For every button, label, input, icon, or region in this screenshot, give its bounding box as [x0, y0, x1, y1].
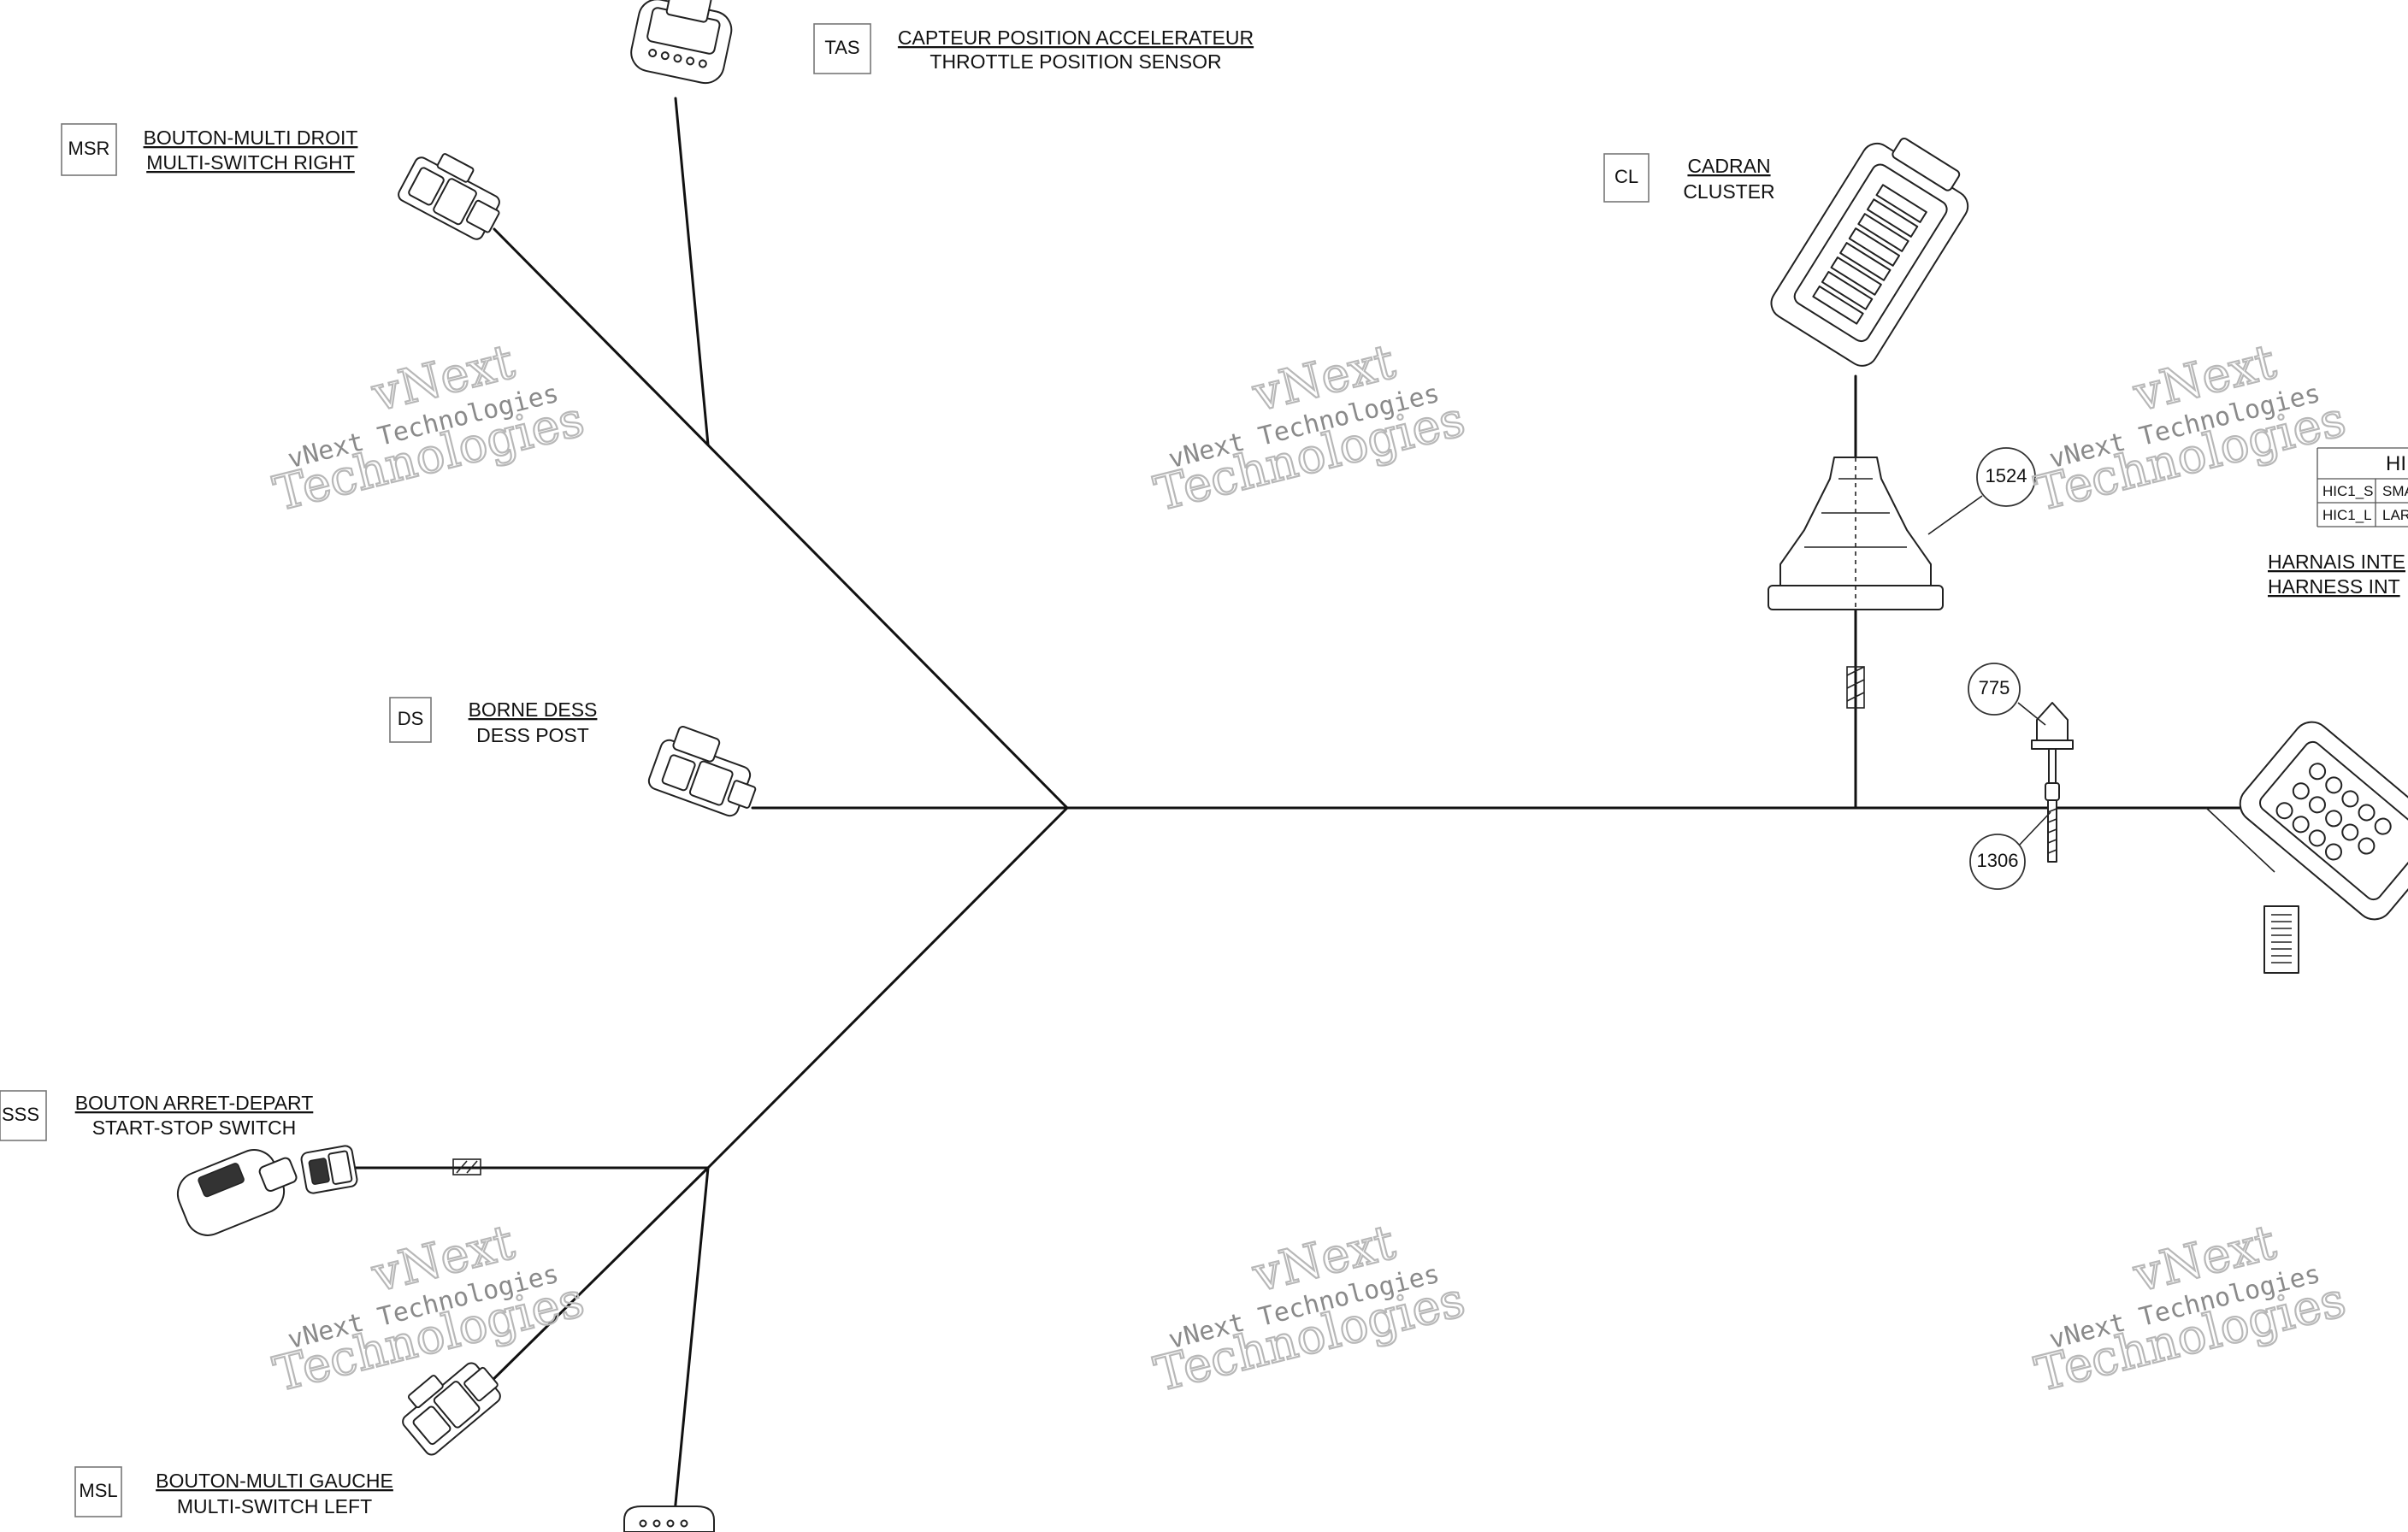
component-label-fr: BOUTON-MULTI GAUCHE — [156, 1470, 393, 1492]
watermark: vNext vNext Technologies Technologies — [268, 1214, 591, 1404]
component-code: SSS — [2, 1104, 39, 1125]
watermark: vNext vNext Technologies Technologies — [268, 333, 591, 523]
component-msr: MSR BOUTON-MULTI DROIT MULTI-SWITCH RIGH… — [61, 123, 358, 176]
multi-switch-right-connector-icon — [398, 153, 500, 240]
harness-table: HI HIC1_S SMA HIC1_L LAR — [2317, 447, 2408, 527]
harness-label-en: HARNESS INT — [2268, 575, 2400, 598]
component-tas: TAS CAPTEUR POSITION ACCELERATEUR THROTT… — [813, 23, 1254, 74]
harness-label-tag-icon — [2263, 905, 2299, 974]
table-cell: SMA — [2382, 483, 2408, 499]
watermark: vNext vNext Technologies Technologies — [2029, 1214, 2352, 1404]
wire-marks — [452, 666, 1865, 1176]
msl-branch-wire — [477, 1166, 710, 1395]
component-label-en: CLUSTER — [1683, 180, 1774, 203]
component-label-fr: BORNE DESS — [469, 698, 598, 721]
callout-775-text: 775 — [1979, 677, 2010, 698]
callout-1524: 1524 — [1927, 447, 2036, 535]
callout-1306: 1306 — [1969, 811, 2051, 890]
component-code: DS — [398, 708, 424, 729]
component-label-fr: BOUTON ARRET-DEPART — [75, 1092, 314, 1114]
component-label-fr: CAPTEUR POSITION ACCELERATEUR — [898, 27, 1254, 49]
lower-connector-icon — [623, 1505, 715, 1532]
table-header: HI — [2386, 452, 2406, 475]
lower-branch-wire — [706, 806, 1069, 1170]
component-sss: SSS BOUTON ARRET-DEPART START-STOP SWITC… — [0, 1090, 314, 1141]
component-code: CL — [1614, 166, 1638, 187]
watermark: vNext vNext Technologies Technologies — [2029, 333, 2352, 523]
grommet-icon — [1768, 457, 1944, 610]
sleeve-mark-sss — [452, 1158, 481, 1176]
component-label-fr: CADRAN — [1687, 155, 1770, 177]
msr-branch-wire — [493, 227, 1069, 810]
component-msl: MSL BOUTON-MULTI GAUCHE MULTI-SWITCH LEF… — [74, 1466, 393, 1517]
cluster-connector-icon — [1770, 137, 1969, 367]
component-label-en: MULTI-SWITCH LEFT — [177, 1495, 372, 1517]
component-cl: CL CADRAN CLUSTER — [1603, 153, 1775, 203]
callout-1524-text: 1524 — [1986, 465, 2027, 486]
component-label-en: MULTI-SWITCH RIGHT — [146, 151, 355, 174]
watermarks: vNext vNext Technologies Technologies vN… — [268, 333, 2352, 1404]
harness-interface-connector-icon — [2239, 721, 2408, 921]
table-cell: HIC1_L — [2322, 507, 2372, 523]
dess-post-connector-icon — [647, 726, 757, 817]
msl-lower-wire — [672, 1166, 710, 1523]
component-label-en: START-STOP SWITCH — [92, 1117, 297, 1139]
table-cell: LAR — [2382, 507, 2408, 523]
start-stop-switch-icon — [176, 1145, 358, 1236]
component-label-en: DESS POST — [476, 724, 589, 746]
component-code: MSL — [79, 1480, 117, 1501]
multi-switch-left-connector-icon — [402, 1362, 501, 1456]
sleeve-mark-cluster — [1846, 666, 1865, 709]
table-cell: HIC1_S — [2322, 483, 2374, 499]
callout-1306-text: 1306 — [1977, 850, 2019, 871]
harness-exit-wire — [2205, 807, 2275, 873]
harness-interface-label: HARNAIS INTE HARNESS INT — [2268, 551, 2405, 598]
callout-775: 775 — [1968, 663, 2046, 726]
component-label-en: THROTTLE POSITION SENSOR — [930, 50, 1221, 73]
component-ds: DS BORNE DESS DESS POST — [389, 697, 598, 746]
throttle-sensor-connector-icon — [630, 0, 733, 85]
component-label-fr: BOUTON-MULTI DROIT — [144, 127, 358, 149]
watermark: vNext vNext Technologies Technologies — [1148, 333, 1472, 523]
fastener-icon — [2031, 702, 2074, 863]
tas-branch-wire — [674, 97, 710, 446]
component-code: TAS — [824, 37, 859, 58]
component-code: MSR — [68, 138, 110, 159]
watermark: vNext vNext Technologies Technologies — [1148, 1214, 1472, 1404]
harness-label-fr: HARNAIS INTE — [2268, 551, 2405, 573]
